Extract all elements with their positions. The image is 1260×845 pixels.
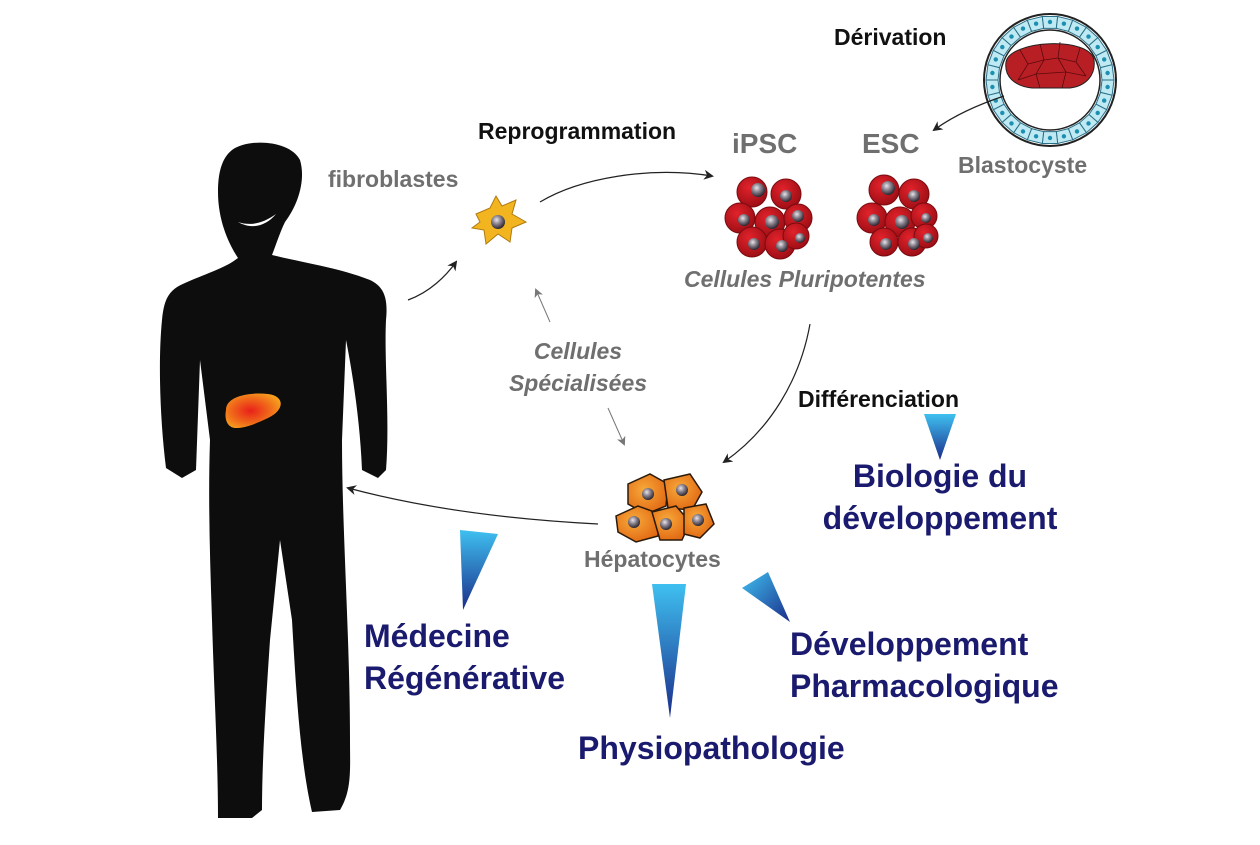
liver-icon [225,393,281,428]
blastocyst-icon [983,13,1117,147]
trophoblast-nucleus [1074,26,1080,31]
arrow-specialized-down [607,407,626,446]
hepatocyte-cluster [615,473,715,543]
trophoblast-nucleus [990,84,995,90]
application-wedges [460,414,956,718]
wedge-physiopathologie [652,584,686,718]
ipsc-cell-cluster [724,176,813,260]
label-physiopathologie: Physiopathologie [578,730,845,766]
trophoblast-nucleus [1086,34,1091,39]
trophoblast-nucleus [1074,129,1080,134]
trophoblast-nucleus [993,57,998,62]
trophoblast-nucleus [1009,121,1014,126]
label-biologie-line2: développement [822,500,1058,536]
trophoblast-nucleus [1105,84,1110,90]
trophoblast-nucleus [1020,129,1026,134]
trophoblast-nucleus [1000,110,1005,116]
arrow-derivation [932,95,1005,132]
trophoblast-nucleus [990,70,995,76]
label-medecine-line1: Médecine [364,618,510,654]
trophoblast-nucleus [1095,110,1100,116]
label-derivation: Dérivation [834,24,947,50]
wedge-biologie [924,414,956,460]
label-developpement-line2: Pharmacologique [790,668,1059,704]
label-blastocyste: Blastocyste [958,152,1088,178]
label-cellules-specialisees-line2: Spécialisées [508,370,648,396]
label-fibroblastes: fibroblastes [328,166,459,192]
arrow-reprogrammation [539,169,714,203]
arrow-hepatocytes-to-human [346,485,599,525]
trophoblast-nucleus [1047,19,1053,25]
label-reprogrammation: Reprogrammation [478,118,677,144]
label-cellules-specialisees-line1: Cellules [533,338,623,364]
label-hepatocytes: Hépatocytes [584,546,721,572]
trophoblast-nucleus [1095,44,1100,50]
label-esc: ESC [862,128,920,159]
wedge-medecine [460,530,498,610]
trophoblast-nucleus [1033,134,1039,139]
fibroblast-cell [470,194,528,245]
arrows [346,95,1005,525]
esc-cell-cluster [856,174,939,257]
trophoblast-nucleus [1102,57,1107,62]
label-biologie-line1: Biologie du [852,458,1028,494]
label-ipsc: iPSC [732,128,798,159]
trophoblast-nucleus [1033,21,1039,26]
wedge-developpement [742,572,790,622]
arrow-specialized-up [534,288,551,323]
human-silhouette [159,142,388,818]
trophoblast-nucleus [1086,121,1091,126]
trophoblast-nucleus [1009,34,1014,39]
trophoblast-nucleus [1061,134,1067,139]
trophoblast-nucleus [1102,98,1107,103]
label-differenciation: Différenciation [798,386,960,412]
arrow-differenciation [722,323,811,464]
trophoblast-nucleus [1105,70,1110,76]
trophoblast-nucleus [1000,44,1005,50]
trophoblast-nucleus [1061,21,1067,26]
label-medecine-line2: Régénérative [364,660,565,696]
label-cellules-pluripotentes: Cellules Pluripotentes [684,266,926,292]
trophoblast-nucleus [1020,26,1026,31]
arrow-human-to-fibroblast [407,260,458,301]
label-developpement-line1: Développement [790,626,1029,662]
trophoblast-nucleus [1047,135,1053,141]
